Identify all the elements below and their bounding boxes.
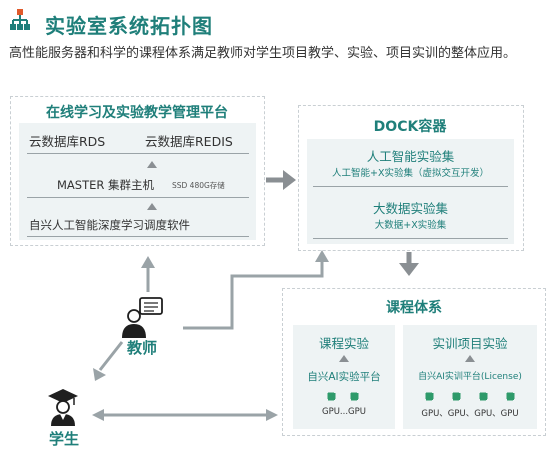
bigdata-set-title: 大数据实验集 xyxy=(372,201,448,216)
platform-inner: 云数据库RDS 云数据库REDIS MASTER 集群主机 SSD 480G存储… xyxy=(19,123,256,240)
up-triangle-icon xyxy=(465,355,475,362)
course-left-box: 课程实验 自兴AI实验平台 GPU...GPU xyxy=(293,325,395,429)
up-triangle-icon xyxy=(147,161,157,168)
ai-set-sub: 人工智能+X实验集（虚拟交互开发） xyxy=(332,168,489,179)
intro-text: 高性能服务器和科学的课程体系满足教师对学生项目教学、实验、项目实训的整体应用。 xyxy=(9,46,517,61)
gpu-chip-icon xyxy=(327,392,336,401)
course-left-title: 课程实验 xyxy=(318,336,369,351)
master-row: MASTER 集群主机 SSD 480G存储 xyxy=(27,173,249,198)
arrow-dock-course-head xyxy=(399,263,419,276)
arrow-platform-dock-head xyxy=(283,170,296,190)
course-left-gpu: GPU...GPU xyxy=(322,407,366,417)
dock-inner: 人工智能实验集 人工智能+X实验集（虚拟交互开发） 大数据实验集 大数据+X实验… xyxy=(307,139,514,244)
arrow-student-course-left-head xyxy=(92,409,104,421)
course-right-title: 实训项目实验 xyxy=(432,336,508,351)
gpu-chip-icon xyxy=(425,392,434,401)
db-row: 云数据库RDS 云数据库REDIS xyxy=(27,129,249,154)
course-panel: 课程体系 课程实验 自兴AI实验平台 GPU...GPU 实训项目实验 自兴AI… xyxy=(282,288,546,436)
ssd-storage: SSD 480G存储 xyxy=(172,181,225,190)
master-host: MASTER 集群主机 xyxy=(57,178,155,192)
bigdata-experiment-set: 大数据实验集 大数据+X实验集 xyxy=(313,195,508,239)
platform-title: 在线学习及实验教学管理平台 xyxy=(46,105,228,121)
page-title: 实验室系统拓扑图 xyxy=(45,14,213,38)
up-triangle-icon xyxy=(339,355,349,362)
dock-title: DOCK容器 xyxy=(373,119,447,135)
course-right-platform: 自兴AI实训平台(License) xyxy=(418,372,522,382)
course-right-gpu: GPU、GPU、GPU、GPU xyxy=(421,409,519,419)
software-row: 自兴人工智能深度学习调度软件 xyxy=(27,214,249,237)
course-right-box: 实训项目实验 自兴AI实训平台(License) GPU、GPU、GPU、GPU xyxy=(403,325,537,429)
gpu-chip-icon xyxy=(479,392,488,401)
platform-panel: 在线学习及实验教学管理平台 云数据库RDS 云数据库REDIS MASTER 集… xyxy=(10,96,265,246)
course-title: 课程体系 xyxy=(386,300,442,316)
ai-experiment-set: 人工智能实验集 人工智能+X实验集（虚拟交互开发） xyxy=(313,143,508,187)
gpu-chip-icon xyxy=(506,392,515,401)
chip-row xyxy=(424,391,518,403)
student-label: 学生 xyxy=(49,430,80,448)
course-left-platform: 自兴AI实验平台 xyxy=(307,371,381,383)
arrow-teacher-dock-head xyxy=(315,250,329,262)
up-triangle-icon xyxy=(147,203,157,210)
ai-set-title: 人工智能实验集 xyxy=(366,149,455,164)
arrow-teacher-student xyxy=(98,341,124,371)
arrow-teacher-student-head xyxy=(93,368,106,381)
scheduling-software: 自兴人工智能深度学习调度软件 xyxy=(29,218,190,232)
db-redis: 云数据库REDIS xyxy=(145,134,233,149)
arrow-student-course-right-head xyxy=(266,409,278,421)
dock-panel: DOCK容器 人工智能实验集 人工智能+X实验集（虚拟交互开发） 大数据实验集 … xyxy=(298,105,524,251)
arrow-teacher-platform-head xyxy=(141,256,155,268)
teacher-label: 教师 xyxy=(127,339,158,357)
chip-row xyxy=(323,391,367,403)
bigdata-set-sub: 大数据+X实验集 xyxy=(374,220,447,231)
db-rds: 云数据库RDS xyxy=(29,134,106,149)
gpu-chip-icon xyxy=(452,392,461,401)
gpu-chip-icon xyxy=(350,392,359,401)
